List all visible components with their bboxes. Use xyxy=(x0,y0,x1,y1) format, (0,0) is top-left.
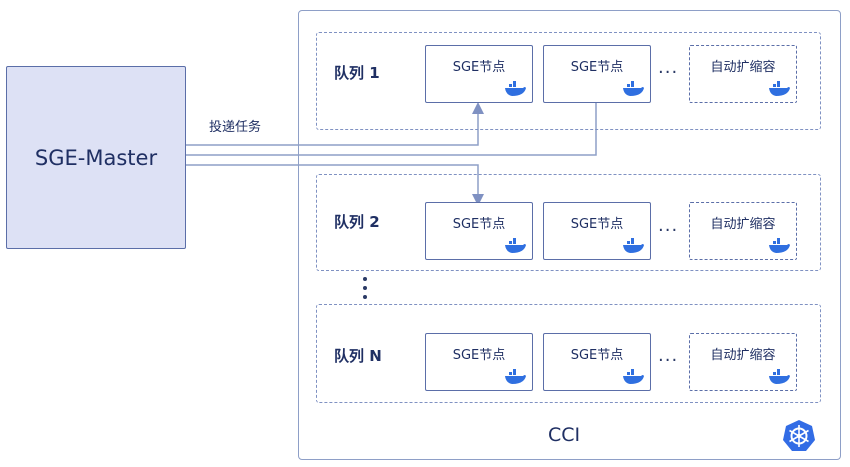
autoscale-label: 自动扩缩容 xyxy=(710,217,776,232)
connector-queue1-node1 xyxy=(186,102,484,146)
queue-n-ellipsis: ··· xyxy=(658,350,679,371)
connector-queue2-node1 xyxy=(186,164,484,206)
kubernetes-icon xyxy=(783,420,815,451)
sge-master-label: SGE-Master xyxy=(34,145,158,170)
queue-n-sge-node-1: SGE节点 xyxy=(425,333,533,391)
docker-icon xyxy=(623,369,644,384)
queue-1-label: 队列 1 xyxy=(334,64,380,82)
send-task-label: 投递任务 xyxy=(209,120,262,135)
queue-2-autoscale-node: 自动扩缩容 xyxy=(689,202,797,260)
more-queues-vertical-ellipsis xyxy=(363,277,367,299)
cci-label: CCI xyxy=(548,424,581,446)
cci-container xyxy=(298,10,841,460)
queue-1-sge-node-1: SGE节点 xyxy=(425,45,533,103)
node-label: SGE节点 xyxy=(452,348,506,363)
queue-2 xyxy=(316,174,821,271)
docker-icon xyxy=(505,369,526,384)
node-label: SGE节点 xyxy=(570,60,624,75)
connector-queue1-node2 xyxy=(186,90,602,156)
queue-n-sge-node-2: SGE节点 xyxy=(543,333,651,391)
docker-icon xyxy=(769,238,790,253)
sge-master-box: SGE-Master xyxy=(6,66,186,249)
node-label: SGE节点 xyxy=(452,60,506,75)
node-label: SGE节点 xyxy=(452,217,506,232)
docker-icon xyxy=(769,81,790,96)
autoscale-label: 自动扩缩容 xyxy=(710,60,776,75)
queue-1-sge-node-2: SGE节点 xyxy=(543,45,651,103)
queue-2-sge-node-2: SGE节点 xyxy=(543,202,651,260)
queue-1-autoscale-node: 自动扩缩容 xyxy=(689,45,797,103)
docker-icon xyxy=(769,369,790,384)
docker-icon xyxy=(505,238,526,253)
docker-icon xyxy=(623,81,644,96)
queue-n-autoscale-node: 自动扩缩容 xyxy=(689,333,797,391)
queue-1 xyxy=(316,32,821,130)
docker-icon xyxy=(505,81,526,96)
queue-2-ellipsis: ··· xyxy=(658,220,679,241)
queue-n xyxy=(316,304,821,403)
queue-n-label: 队列 N xyxy=(334,347,382,365)
docker-icon xyxy=(623,238,644,253)
node-label: SGE节点 xyxy=(570,217,624,232)
queue-2-label: 队列 2 xyxy=(334,213,380,231)
autoscale-label: 自动扩缩容 xyxy=(710,348,776,363)
queue-2-sge-node-1: SGE节点 xyxy=(425,202,533,260)
queue-1-ellipsis: ··· xyxy=(658,62,679,83)
node-label: SGE节点 xyxy=(570,348,624,363)
